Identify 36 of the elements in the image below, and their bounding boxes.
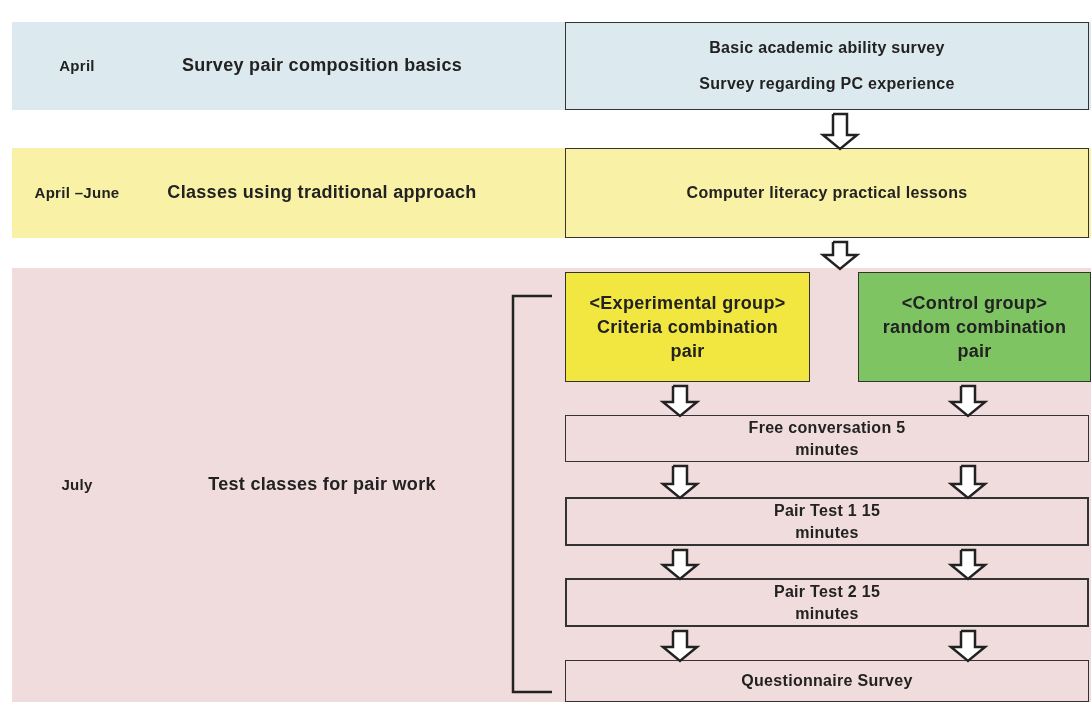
box-text: Basic academic ability survey (708, 38, 946, 59)
block-arrow (947, 629, 989, 663)
timeline-band (12, 148, 1091, 238)
phase-heading: April (58, 56, 96, 76)
box-text: Free conversation 5 minutes (747, 417, 907, 460)
step-box (565, 415, 1089, 462)
box-text: <Experimental group> Criteria combination pair (588, 291, 787, 364)
group-box (565, 272, 810, 382)
phase-heading: July (60, 475, 94, 495)
box-text: Pair Test 1 15 minutes (772, 500, 882, 543)
step-box (565, 497, 1089, 546)
box-text: <Control group> random combination pair (881, 291, 1068, 364)
activity-box (565, 22, 1089, 110)
timeline-band (12, 22, 1091, 110)
block-arrow (947, 548, 989, 581)
step-box (565, 578, 1089, 627)
block-arrow (659, 464, 701, 500)
box-text: Survey regarding PC experience (698, 74, 956, 94)
box-text: Questionnaire Survey (740, 671, 914, 692)
block-arrow (659, 384, 701, 418)
phase-heading: Test classes for pair work (207, 473, 437, 497)
block-arrow (659, 629, 701, 663)
block-arrow (947, 384, 989, 418)
activity-box (565, 148, 1089, 238)
phase-heading: Classes using traditional approach (166, 181, 478, 205)
block-arrow (947, 464, 989, 500)
phase-heading: April –June (33, 183, 121, 203)
phase-heading: Survey pair composition basics (180, 54, 464, 78)
timeline-band (12, 268, 1091, 702)
block-arrow (659, 548, 701, 581)
step-box (565, 660, 1089, 702)
box-text: Computer literacy practical lessons (685, 183, 969, 204)
box-text: Pair Test 2 15 minutes (772, 581, 882, 624)
block-arrow (819, 112, 861, 151)
block-arrow (819, 240, 861, 271)
group-box (858, 272, 1091, 382)
